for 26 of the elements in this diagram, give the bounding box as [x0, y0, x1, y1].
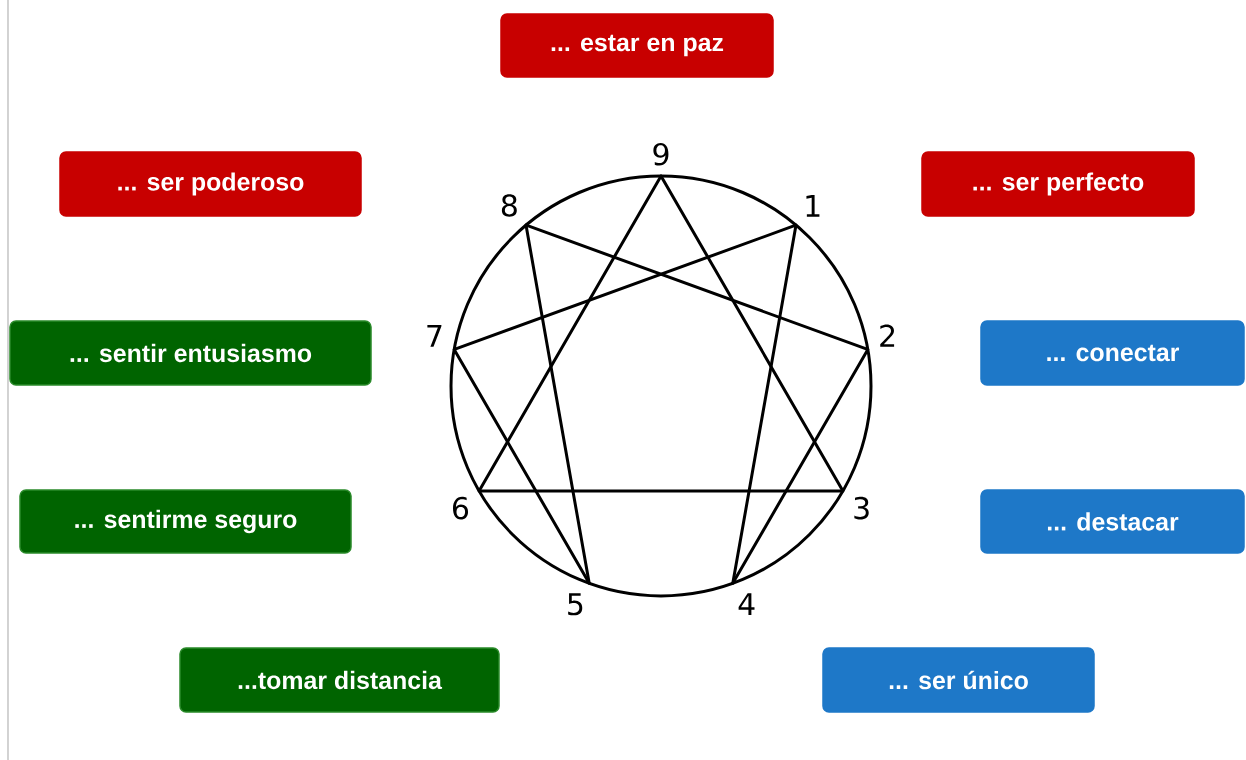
point-number: 2	[880, 324, 895, 347]
line	[731, 348, 870, 585]
line	[524, 223, 870, 351]
label-box: ... estar en paz	[500, 13, 774, 78]
line	[452, 348, 591, 585]
point-number: 5	[568, 593, 583, 616]
point-number: 6	[453, 496, 469, 520]
label-box: ... ser único	[822, 647, 1095, 713]
line	[477, 174, 663, 493]
line	[452, 223, 798, 351]
line	[524, 223, 591, 585]
point-number: 1	[806, 195, 820, 217]
point-number: 8	[501, 194, 517, 217]
point-number: 9	[653, 143, 669, 166]
label-box: ... conectar	[980, 320, 1245, 386]
label-box: ... ser perfecto	[921, 151, 1195, 217]
label-box: ... sentirme seguro	[19, 489, 352, 554]
label-box: ...tomar distancia	[179, 647, 500, 713]
line	[659, 174, 845, 493]
label-box: ... destacar	[980, 489, 1245, 554]
point-number: 3	[854, 496, 869, 520]
point-number: 7	[427, 324, 442, 347]
label-box: ... sentir entusiasmo	[9, 320, 372, 386]
label-box: ... ser poderoso	[59, 151, 362, 217]
line	[731, 223, 798, 585]
point-number: 4	[738, 593, 755, 615]
